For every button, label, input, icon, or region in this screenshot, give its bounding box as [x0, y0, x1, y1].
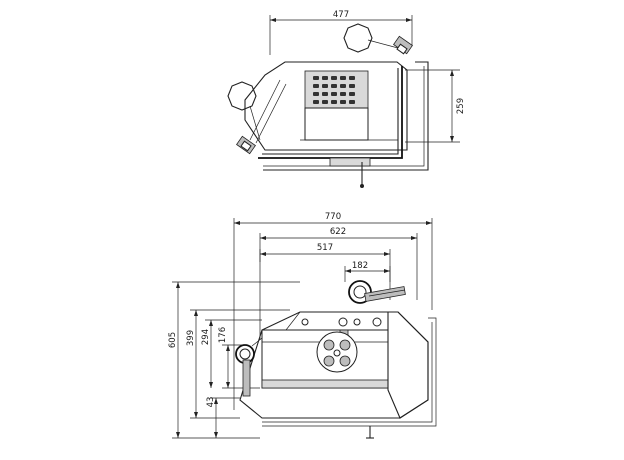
connector-top-right [367, 35, 413, 55]
front-leg [366, 426, 374, 439]
dimension-176: 176 [218, 327, 260, 389]
top-view: 477 259 [227, 10, 466, 188]
dim-label-605: 605 [168, 332, 178, 348]
air-inlet-round [316, 331, 358, 373]
flue-octagon-left [227, 81, 257, 111]
flue-octagon-top [343, 23, 373, 53]
dimension-477: 477 [269, 10, 413, 55]
dim-label-770: 770 [325, 212, 341, 222]
dim-label-182: 182 [352, 261, 368, 271]
front-view: 770 622 517 182 [168, 212, 437, 439]
flue-connector-front-left [235, 337, 263, 397]
dimension-182: 182 [344, 261, 391, 282]
dim-label-294: 294 [201, 329, 211, 345]
flue-connector-front-top [348, 280, 406, 304]
dimension-259: 259 [405, 69, 466, 143]
dimension-43: 43 [206, 397, 240, 438]
dimension-622: 622 [259, 227, 418, 340]
dimension-770: 770 [233, 212, 433, 410]
dim-label-622: 622 [330, 227, 346, 237]
dim-label-477: 477 [333, 10, 349, 20]
dimension-294: 294 [201, 319, 262, 388]
handle-top-view [329, 157, 371, 188]
dim-label-517: 517 [317, 243, 333, 253]
dim-label-399: 399 [186, 330, 196, 346]
dim-label-43: 43 [206, 397, 216, 408]
connector-bottom-left [236, 105, 261, 155]
vent-grille [313, 76, 355, 104]
dim-label-259: 259 [456, 98, 466, 114]
dimension-399: 399 [186, 309, 290, 419]
dim-label-176: 176 [218, 327, 228, 343]
